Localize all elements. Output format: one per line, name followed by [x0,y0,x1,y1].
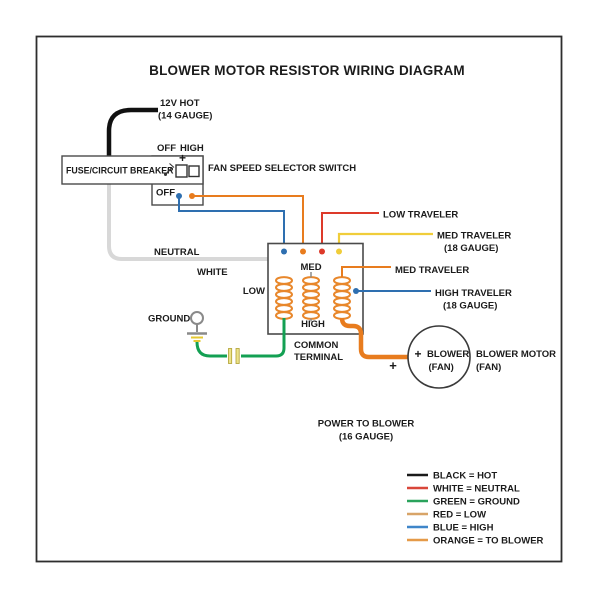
label-low: LOW [243,286,265,297]
label-common: COMMON [294,340,338,351]
label-high-traveler: HIGH TRAVELER [435,288,512,299]
ground-wire-right [241,318,286,358]
label-white: WHITE [197,267,228,278]
label-blower-motor: BLOWER MOTOR [476,349,556,360]
label-med: MED [300,262,321,273]
ground-symbol [187,311,207,342]
switch-contact-left [175,164,188,178]
resistor-coil-high [333,276,351,320]
label-med-traveler-18g-gauge: (18 GAUGE) [444,243,498,254]
switch-plus-mark: + [179,151,186,165]
label-high-top: HIGH [180,143,204,154]
label-neutral: NEUTRAL [154,247,200,258]
breaker-switch-icon [164,163,175,176]
label-blower-motor-fan: (FAN) [476,362,501,373]
off-terminal-orange-dot [189,193,195,199]
blower-plus-outer: + [389,358,397,373]
label-high-traveler-gauge: (18 GAUGE) [443,301,497,312]
label-terminal: TERMINAL [294,352,343,363]
legend-label-white: WHITE = NEUTRAL [433,484,520,495]
legend-label-black: BLACK = HOT [433,471,497,482]
hot-wire [106,107,158,157]
orange-switch-wire [194,195,304,249]
label-off-top: OFF [157,143,176,154]
resistor-terminal-yellow-dot [336,248,342,255]
resistor-coil-med [302,276,320,320]
blower-plus-inner: + [414,347,421,361]
label-high: HIGH [301,319,325,330]
resistor-terminal-blue-dot [281,248,287,255]
blower-motor-circle [407,325,471,389]
ground-wire-left [195,341,227,358]
legend-label-red: RED = LOW [433,510,486,521]
off-terminal-blue-dot [176,193,182,199]
low-traveler-wire [321,212,379,249]
legend-label-blue: BLUE = HIGH [433,523,494,534]
label-off: OFF [156,188,175,199]
med-traveler-wire [341,266,391,277]
label-14-gauge: (14 GAUGE) [158,111,212,122]
label-fuse-circuit-breaker: FUSE/CIRCUIT BREAKER [66,166,174,176]
label-12v-hot: 12V HOT [160,98,200,109]
label-med-traveler: MED TRAVELER [395,265,469,276]
inline-connector-icon [228,348,240,364]
label-ground: GROUND [148,314,190,325]
label-power-gauge: (16 GAUGE) [339,432,393,443]
label-med-traveler-18g: MED TRAVELER [437,231,511,242]
switch-contact-right [188,165,200,178]
neutral-wire [107,184,283,261]
blue-switch-wire [178,198,285,249]
power-to-blower-wire [339,317,409,360]
legend: BLACK = HOT WHITE = NEUTRAL GREEN = GROU… [407,471,544,547]
resistor-terminal-red-dot [319,248,325,255]
resistor-coil-low [275,276,293,320]
legend-label-green: GREEN = GROUND [433,497,520,508]
label-blower-inner: BLOWER [427,349,469,360]
resistor-terminal-orange-dot [300,248,306,255]
label-low-traveler: LOW TRAVELER [383,210,458,221]
label-power-to-blower: POWER TO BLOWER [318,419,415,430]
page-title: BLOWER MOTOR RESISTOR WIRING DIAGRAM [149,63,465,78]
label-fan-inner: (FAN) [429,362,454,373]
legend-label-orange: ORANGE = TO BLOWER [433,536,544,547]
high-traveler-dot [353,288,359,294]
label-fan-speed-selector-switch: FAN SPEED SELECTOR SWITCH [208,163,356,174]
